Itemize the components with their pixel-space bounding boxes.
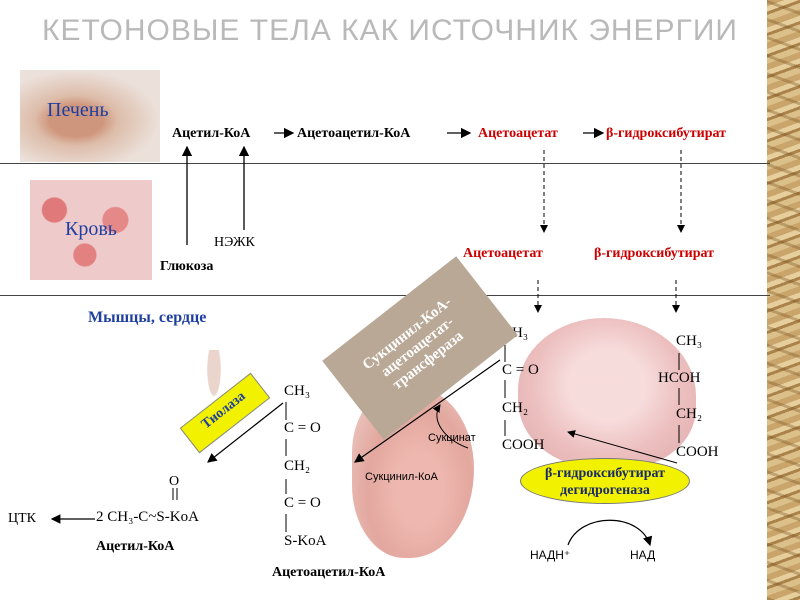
succinate-label: Сукцинат bbox=[428, 432, 476, 444]
zone-label-liver: Печень bbox=[47, 99, 109, 121]
decorative-border bbox=[767, 0, 800, 600]
decorative-border-overlay bbox=[767, 0, 800, 600]
blood-acetoacetate: Ацетоацетат bbox=[463, 246, 543, 261]
liver-acetoacetyl-coa: Ацетоацетил-КоА bbox=[297, 126, 411, 141]
liver-hydroxybutyrate: β-гидроксибутират bbox=[606, 126, 727, 141]
succinyl-coa-label: Сукцинил-КоА bbox=[365, 471, 438, 483]
acetoacetyl-formula-l5: S-KoA bbox=[284, 533, 327, 549]
divider-liver-blood bbox=[0, 163, 770, 164]
blood-hydroxybutyrate: β-гидроксибутират bbox=[594, 246, 715, 261]
acetoacetyl-coa-name: Ацетоацетил-КоА bbox=[272, 565, 386, 580]
acetoacetyl-formula-l3: CH₂ bbox=[284, 458, 311, 474]
acetyl-coa-formula: 2 CH₃-C~S-KoA bbox=[96, 509, 199, 525]
dehydrogenase-line-2: дегидрогеназа bbox=[560, 483, 650, 498]
dehydrogenase-ellipse: β-гидроксибутират дегидрогеназа bbox=[520, 458, 690, 504]
glucose-label: Глюкоза bbox=[160, 259, 214, 274]
zone-label-muscle: Мышцы, сердце bbox=[88, 309, 207, 326]
acetoacetyl-formula-l4: C = O bbox=[284, 495, 321, 511]
acetoacetate-formula-l4: COOH bbox=[502, 437, 545, 453]
nad-label: НАД bbox=[630, 548, 656, 562]
tca-label: ЦТК bbox=[8, 511, 36, 526]
liver-acetoacetate: Ацетоацетат bbox=[478, 126, 558, 141]
acetyl-coa-name: Ацетил-КоА bbox=[96, 539, 175, 554]
liver-acetyl-coa: Ацетил-КоА bbox=[172, 126, 251, 141]
liver-image bbox=[20, 70, 160, 162]
acetoacetate-formula-l3: CH₂ bbox=[502, 400, 529, 416]
nezhk-label: НЭЖК bbox=[214, 235, 255, 250]
divider-blood-muscle bbox=[0, 295, 770, 296]
zone-label-blood: Кровь bbox=[65, 218, 117, 240]
acetyl-oxygen: O bbox=[169, 474, 180, 489]
acetoacetate-formula-l2: C = O bbox=[502, 362, 539, 378]
hydroxybutyrate-formula-l2: HCOH bbox=[658, 370, 701, 386]
acetoacetyl-formula-l2: C = O bbox=[284, 420, 321, 436]
blood-image bbox=[30, 180, 152, 280]
hydroxybutyrate-formula-l1: CH₃ bbox=[676, 333, 703, 349]
page-title: КЕТОНОВЫЕ ТЕЛА КАК ИСТОЧНИК ЭНЕРГИИ bbox=[42, 14, 738, 47]
hydroxybutyrate-formula-l4: COOH bbox=[676, 444, 719, 460]
hydroxybutyrate-formula-l3: CH₂ bbox=[676, 406, 703, 422]
dehydrogenase-line-1: β-гидроксибутират bbox=[544, 466, 666, 481]
pathway-arrows bbox=[50, 127, 685, 547]
nadh-label: НАДН⁺ bbox=[530, 548, 571, 562]
acetoacetyl-formula-l1: CH₃ bbox=[284, 383, 311, 399]
